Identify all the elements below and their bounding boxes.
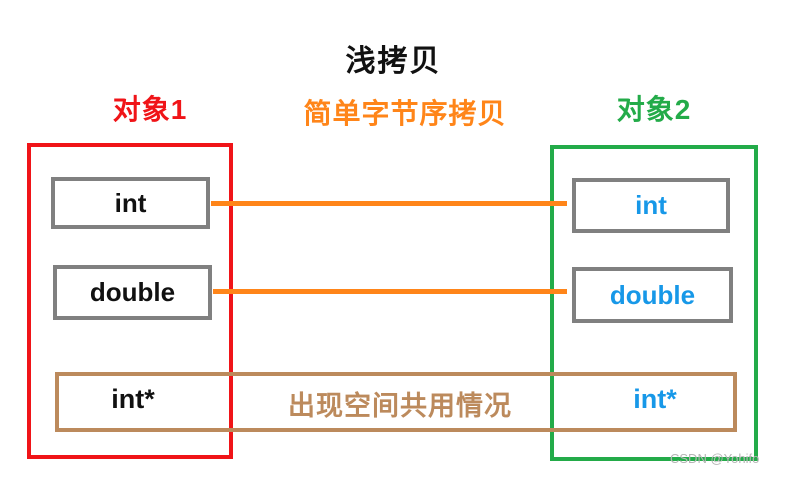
watermark: CSDN @Yohifo bbox=[670, 451, 760, 466]
object2-label: 对象2 bbox=[616, 94, 692, 125]
shared-region-box bbox=[55, 372, 737, 432]
object2-field-double: double bbox=[572, 267, 733, 323]
object2-field-int: int bbox=[572, 178, 730, 233]
copy-method-label: 简单字节序拷贝 bbox=[303, 98, 507, 129]
object1-field-int-pointer: int* bbox=[111, 384, 155, 414]
object1-label: 对象1 bbox=[112, 94, 188, 125]
object1-field-double: double bbox=[53, 265, 212, 320]
diagram-title: 浅拷贝 bbox=[345, 45, 442, 78]
connector-line-double bbox=[213, 289, 567, 294]
object1-box bbox=[27, 143, 233, 459]
shared-region-note: 出现空间共用情况 bbox=[288, 391, 512, 421]
object1-field-int: int bbox=[51, 177, 210, 229]
connector-line-int bbox=[211, 201, 567, 206]
object2-box bbox=[550, 145, 758, 461]
object2-field-int-pointer: int* bbox=[633, 384, 677, 414]
